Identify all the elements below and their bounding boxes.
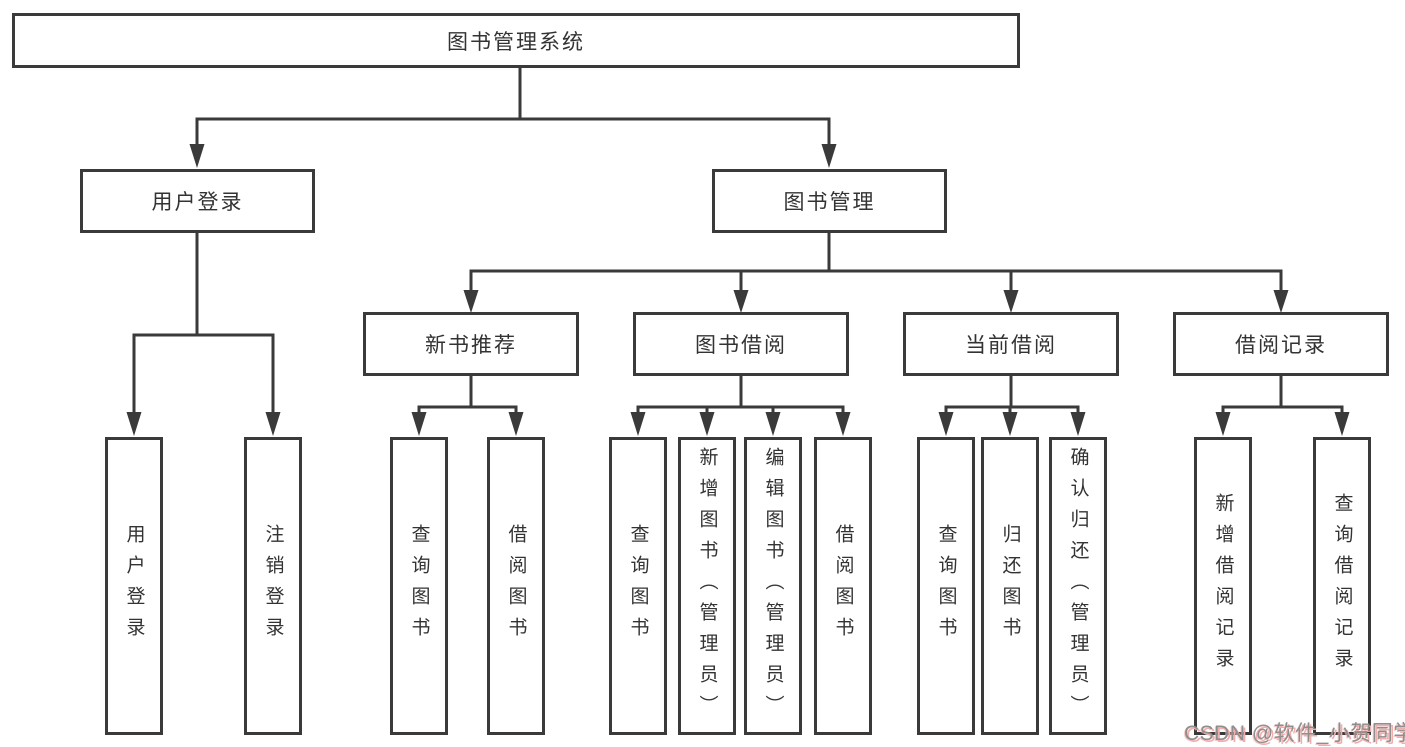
leaf-borrow-books-recommend-label: 借阅图书 [505,524,527,648]
leaf-query-borrow-record: 查询借阅记录 [1313,437,1371,735]
connector-userlogin-to-leaves [126,231,281,436]
leaf-edit-books-admin: 编辑图书（管理员） [744,437,802,735]
leaf-confirm-return-admin: 确认归还（管理员） [1049,437,1107,735]
node-book-borrow: 图书借阅 [633,312,849,376]
node-new-book-recommend: 新书推荐 [363,312,579,376]
leaf-return-books: 归还图书 [981,437,1039,735]
leaf-borrow-books-label: 借阅图书 [832,524,854,648]
connector-newbook-to-leaves [411,374,524,436]
connector-bookborrow-to-leaves [630,374,851,436]
leaf-add-books-admin: 新增图书（管理员） [678,437,736,735]
node-new-book-recommend-label: 新书推荐 [425,334,517,357]
node-book-borrow-label: 图书借阅 [695,334,787,357]
node-user-login-branch-label: 用户登录 [151,191,244,214]
leaf-edit-books-admin-label: 编辑图书（管理员） [762,446,784,726]
leaf-query-books-current: 查询图书 [917,437,975,735]
node-library-system-label: 图书管理系统 [447,30,585,54]
node-current-borrow-label: 当前借阅 [965,334,1057,357]
csdn-watermark: CSDN @软件_小贺同学 [1184,722,1405,745]
node-borrow-records: 借阅记录 [1173,312,1389,376]
leaf-add-books-admin-label: 新增图书（管理员） [696,446,718,726]
leaf-logout: 注销登录 [244,437,302,735]
leaf-query-books-current-label: 查询图书 [935,524,957,648]
node-user-login-branch: 用户登录 [80,169,315,233]
node-book-management: 图书管理 [712,169,947,233]
connector-borrowrecords-to-leaves [1215,374,1350,436]
node-current-borrow: 当前借阅 [903,312,1119,376]
leaf-user-login-label: 用户登录 [123,524,145,648]
leaf-logout-label: 注销登录 [262,524,284,648]
connector-root-to-level1 [189,66,837,168]
connector-currentborrow-to-leaves [938,374,1086,436]
leaf-confirm-return-admin-label: 确认归还（管理员） [1067,446,1089,726]
leaf-return-books-label: 归还图书 [999,524,1021,648]
leaf-borrow-books-recommend: 借阅图书 [487,437,545,735]
leaf-borrow-books: 借阅图书 [814,437,872,735]
node-book-management-label: 图书管理 [783,191,876,214]
leaf-add-borrow-record: 新增借阅记录 [1194,437,1252,735]
leaf-query-books-recommend: 查询图书 [390,437,448,735]
leaf-query-borrow-record-label: 查询借阅记录 [1331,493,1353,679]
connector-bookmgmt-to-level2 [463,231,1289,313]
leaf-query-books-recommend-label: 查询图书 [408,524,430,648]
node-library-system: 图书管理系统 [12,13,1020,68]
node-borrow-records-label: 借阅记录 [1235,334,1327,357]
leaf-query-books-borrow-label: 查询图书 [627,524,649,648]
leaf-user-login: 用户登录 [105,437,163,735]
leaf-add-borrow-record-label: 新增借阅记录 [1212,493,1234,679]
leaf-query-books-borrow: 查询图书 [609,437,667,735]
